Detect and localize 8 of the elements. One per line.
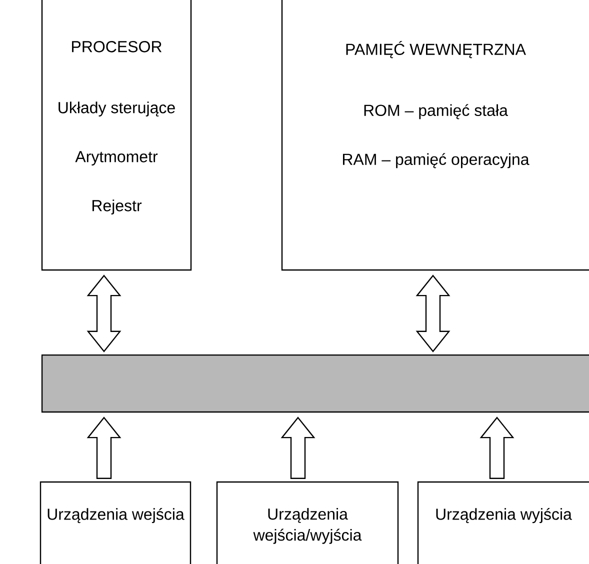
hollow-arrow xyxy=(86,274,122,352)
memory-box: PAMIĘĆ WEWNĘTRZNA ROM – pamięć stała RAM – pamięć operacyjna xyxy=(281,0,589,271)
device-box: Urządzenia wejścia xyxy=(40,481,192,564)
bus-bar xyxy=(41,354,589,413)
device-box: Urządzenia wejścia/wyjścia xyxy=(216,481,399,564)
processor-box: PROCESOR Układy sterujące Arytmometr Rejestr xyxy=(41,0,192,271)
hollow-arrow xyxy=(416,274,450,352)
device-box: Urządzenia wyjścia xyxy=(417,481,589,564)
